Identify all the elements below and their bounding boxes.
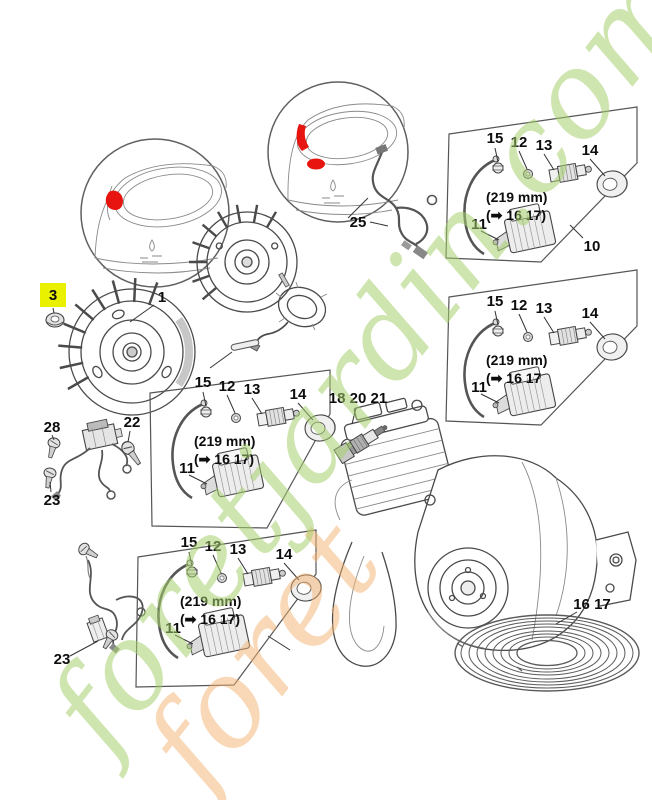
short-circuit-wire-cluster [40, 418, 145, 501]
part-label-14[interactable]: 14 [276, 546, 293, 563]
part-label-25[interactable]: 25 [350, 214, 367, 231]
rod-part [230, 339, 260, 351]
wire-harness-25 [371, 144, 438, 260]
dimension-note: (219 mm) [194, 433, 255, 449]
reference-note: (➡ 16 17) [180, 611, 240, 627]
part-label-11[interactable]: 11 [471, 379, 487, 396]
red-highlight-dot [307, 158, 325, 170]
part-label-15[interactable]: 15 [181, 534, 198, 551]
red-highlight-marker [105, 190, 123, 211]
reference-note: (➡ 16 17) [486, 207, 546, 223]
group-box-center [149, 369, 331, 529]
dimension-note: (219 mm) [486, 352, 547, 368]
part-label-14[interactable]: 14 [582, 305, 599, 322]
reference-note: (➡ 16 17) [194, 451, 254, 467]
part-label-28[interactable]: 28 [44, 419, 61, 436]
part-label-11[interactable]: 11 [471, 216, 487, 233]
part-label-13[interactable]: 13 [244, 381, 261, 398]
part-label-15[interactable]: 15 [487, 130, 504, 147]
contact-spring-harness [76, 540, 146, 654]
part-label-13[interactable]: 13 [536, 137, 553, 154]
part-label-23b[interactable]: 23 [54, 651, 71, 668]
group-box-mid-right [445, 269, 638, 426]
part-label-13[interactable]: 13 [230, 541, 247, 558]
part-label-15[interactable]: 15 [195, 374, 212, 391]
part-label-12[interactable]: 12 [511, 134, 528, 151]
spark-plug-part [333, 425, 388, 465]
red-highlight-strip [296, 124, 309, 151]
part-label-12[interactable]: 12 [511, 297, 528, 314]
engine-assembly [331, 397, 637, 667]
part-label-15[interactable]: 15 [487, 293, 504, 310]
part-label-11[interactable]: 11 [179, 460, 195, 477]
collar-nut-part [45, 312, 65, 328]
part-label-1[interactable]: 1 [158, 289, 166, 306]
flywheel-rear-view [189, 204, 298, 313]
group-box-bottom [135, 529, 317, 688]
part-label-12[interactable]: 12 [205, 538, 222, 555]
part-label-3-selected[interactable]: 3 [49, 287, 57, 304]
ignition-lead-coil [454, 614, 640, 692]
pin-part [278, 272, 290, 288]
part-label-22[interactable]: 22 [124, 414, 141, 431]
module-group-center: 15 12 13 14 (219 mm) (➡ 16 17) 11 [171, 374, 339, 502]
part-label-13[interactable]: 13 [536, 300, 553, 317]
part-label-14[interactable]: 14 [290, 386, 307, 403]
dimension-note: (219 mm) [486, 189, 547, 205]
group-box-top-right [445, 106, 638, 263]
module-group-boxes [135, 106, 638, 688]
dimension-note: (219 mm) [180, 593, 241, 609]
callout-detail-center [267, 81, 409, 223]
part-label-23[interactable]: 23 [44, 492, 61, 509]
part-label-12[interactable]: 12 [219, 378, 236, 395]
module-group-bottom: 15 12 13 14 (219 mm) (➡ 16 17) 11 [157, 534, 325, 662]
part-label-10[interactable]: 10 [584, 238, 601, 255]
part-label-14[interactable]: 14 [582, 142, 599, 159]
part-label-11[interactable]: 11 [165, 620, 181, 637]
flywheel-part-1 [58, 278, 196, 416]
selected-part-highlight[interactable] [40, 283, 66, 307]
module-group-top-right: 15 12 13 14 (219 mm) (➡ 16 17) 11 [463, 130, 631, 258]
part-label-18-20-21[interactable]: 18 20 21 [329, 390, 387, 407]
part-label-16-17[interactable]: 16 17 [573, 596, 611, 613]
reference-note: (➡ 16 17 [486, 370, 542, 386]
callout-detail-left [80, 138, 230, 288]
module-group-mid-right: 15 12 13 14 (219 mm) (➡ 16 17 11 [463, 293, 631, 421]
